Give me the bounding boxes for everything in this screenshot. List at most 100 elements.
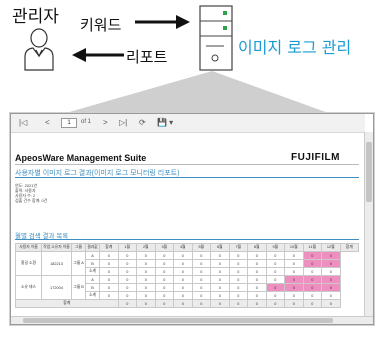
table-cell: 0 — [117, 267, 137, 276]
table-cell: 0 — [284, 283, 304, 292]
table-cell: 0 — [210, 291, 230, 300]
table-cell: 0 — [247, 251, 267, 260]
table-cell: 0 — [302, 299, 322, 308]
table-cell: 0 — [210, 267, 230, 276]
table-cell: 0 — [191, 251, 211, 260]
table-cell: 0 — [210, 283, 230, 292]
page-number-input[interactable]: 1 — [61, 118, 77, 128]
save-icon[interactable]: 💾 ▾ — [157, 118, 174, 127]
column-header: 11월 — [302, 243, 322, 252]
table-cell: 0 — [302, 259, 322, 268]
table-cell: 0 — [284, 251, 304, 260]
table-cell: 0 — [191, 283, 211, 292]
prev-page-icon[interactable]: < — [45, 118, 50, 127]
refresh-icon[interactable]: ⟳ — [139, 118, 146, 127]
table-cell: 0 — [284, 259, 304, 268]
table-cell: 0 — [247, 283, 267, 292]
table-cell: 0 — [210, 259, 230, 268]
table-cell: 0 — [284, 275, 304, 284]
column-header: 6월 — [210, 243, 230, 252]
table-cell: 0 — [284, 299, 304, 308]
table-cell: 0 — [154, 299, 174, 308]
next-page-icon[interactable]: > — [103, 118, 108, 127]
column-header: 4월 — [173, 243, 193, 252]
page-count-label: of 1 — [81, 119, 92, 125]
column-header: 5월 — [191, 243, 211, 252]
divider — [15, 164, 359, 165]
column-header: 12월 — [321, 243, 341, 252]
table-cell: 0 — [302, 291, 322, 300]
table-cell: 소유 테스 — [15, 275, 42, 300]
table-cell: 0 — [191, 275, 211, 284]
column-header: 8월 — [247, 243, 267, 252]
keyword-label: 키워드 — [80, 16, 122, 34]
table-cell: 0 — [99, 291, 119, 300]
table-cell: 0 — [136, 283, 156, 292]
table-cell: 0 — [265, 275, 285, 284]
vertical-scrollbar[interactable] — [364, 132, 373, 316]
column-header: 사용자 이름 — [15, 243, 42, 252]
table-cell: 0 — [228, 251, 248, 260]
table-cell: 0 — [265, 259, 285, 268]
table-cell: 0 — [136, 251, 156, 260]
table-cell: 0 — [117, 299, 137, 308]
column-header: 7월 — [228, 243, 248, 252]
column-header: 결과값 — [85, 243, 100, 252]
divider — [15, 177, 359, 178]
column-header: 작업 소유자 이름 — [41, 243, 72, 252]
table-cell: 0 — [173, 251, 193, 260]
table-cell: 0 — [99, 251, 119, 260]
table-cell: 0 — [228, 299, 248, 308]
fujifilm-logo: FUJIFILM — [291, 152, 340, 163]
table-cell: 0 — [173, 259, 193, 268]
column-header: 10월 — [284, 243, 304, 252]
table-cell: 0 — [265, 299, 285, 308]
first-page-icon[interactable]: |◁ — [19, 118, 28, 127]
meta-line: 출력: 사용자 — [15, 188, 36, 193]
scroll-thumb[interactable] — [23, 318, 333, 323]
table-cell: 0 — [321, 251, 341, 260]
report-arrow-icon — [72, 48, 124, 62]
table-cell: 0 — [321, 275, 341, 284]
table-cell: 0 — [247, 267, 267, 276]
table-cell: 0 — [136, 275, 156, 284]
meta-line: 사용자 수: 2 — [15, 193, 36, 198]
table-cell: 0 — [228, 283, 248, 292]
divider — [15, 239, 359, 240]
table-cell: 0 — [228, 267, 248, 276]
table-cell: 0 — [136, 299, 156, 308]
table-cell: 0 — [302, 275, 322, 284]
table-cell: 0 — [117, 259, 137, 268]
table-cell: 0 — [302, 283, 322, 292]
section-title: 월별 검색 결과 목록 — [15, 233, 69, 240]
table-cell: 0 — [117, 291, 137, 300]
table-cell: 0 — [173, 291, 193, 300]
table-cell: 0 — [99, 275, 119, 284]
scroll-thumb[interactable] — [366, 142, 372, 202]
table-cell: 0 — [284, 267, 304, 276]
table-cell: 0 — [154, 251, 174, 260]
server-icon — [199, 5, 233, 71]
brand-title: ApeosWare Management Suite — [15, 153, 147, 163]
table-cell: 홍길 소환 — [15, 251, 42, 276]
report-toolbar: |◁ < 1 of 1 > ▷| ⟳ 💾 ▾ — [11, 114, 365, 133]
column-header: 9월 — [265, 243, 285, 252]
table-cell: 0 — [302, 267, 322, 276]
table-cell: 0 — [265, 251, 285, 260]
table-cell: 0 — [247, 275, 267, 284]
column-header: 2월 — [136, 243, 156, 252]
table-cell: 0 — [228, 275, 248, 284]
table-cell: 0 — [117, 283, 137, 292]
report-label: 리포트 — [126, 48, 168, 66]
table-cell: 0 — [173, 299, 193, 308]
report-viewer: |◁ < 1 of 1 > ▷| ⟳ 💾 ▾ ApeosWare Managem… — [10, 113, 374, 325]
keyword-arrow-icon — [135, 15, 190, 29]
table-cell: 0 — [191, 299, 211, 308]
horizontal-scrollbar[interactable] — [11, 316, 373, 324]
last-page-icon[interactable]: ▷| — [119, 118, 128, 127]
table-cell: 0 — [154, 283, 174, 292]
